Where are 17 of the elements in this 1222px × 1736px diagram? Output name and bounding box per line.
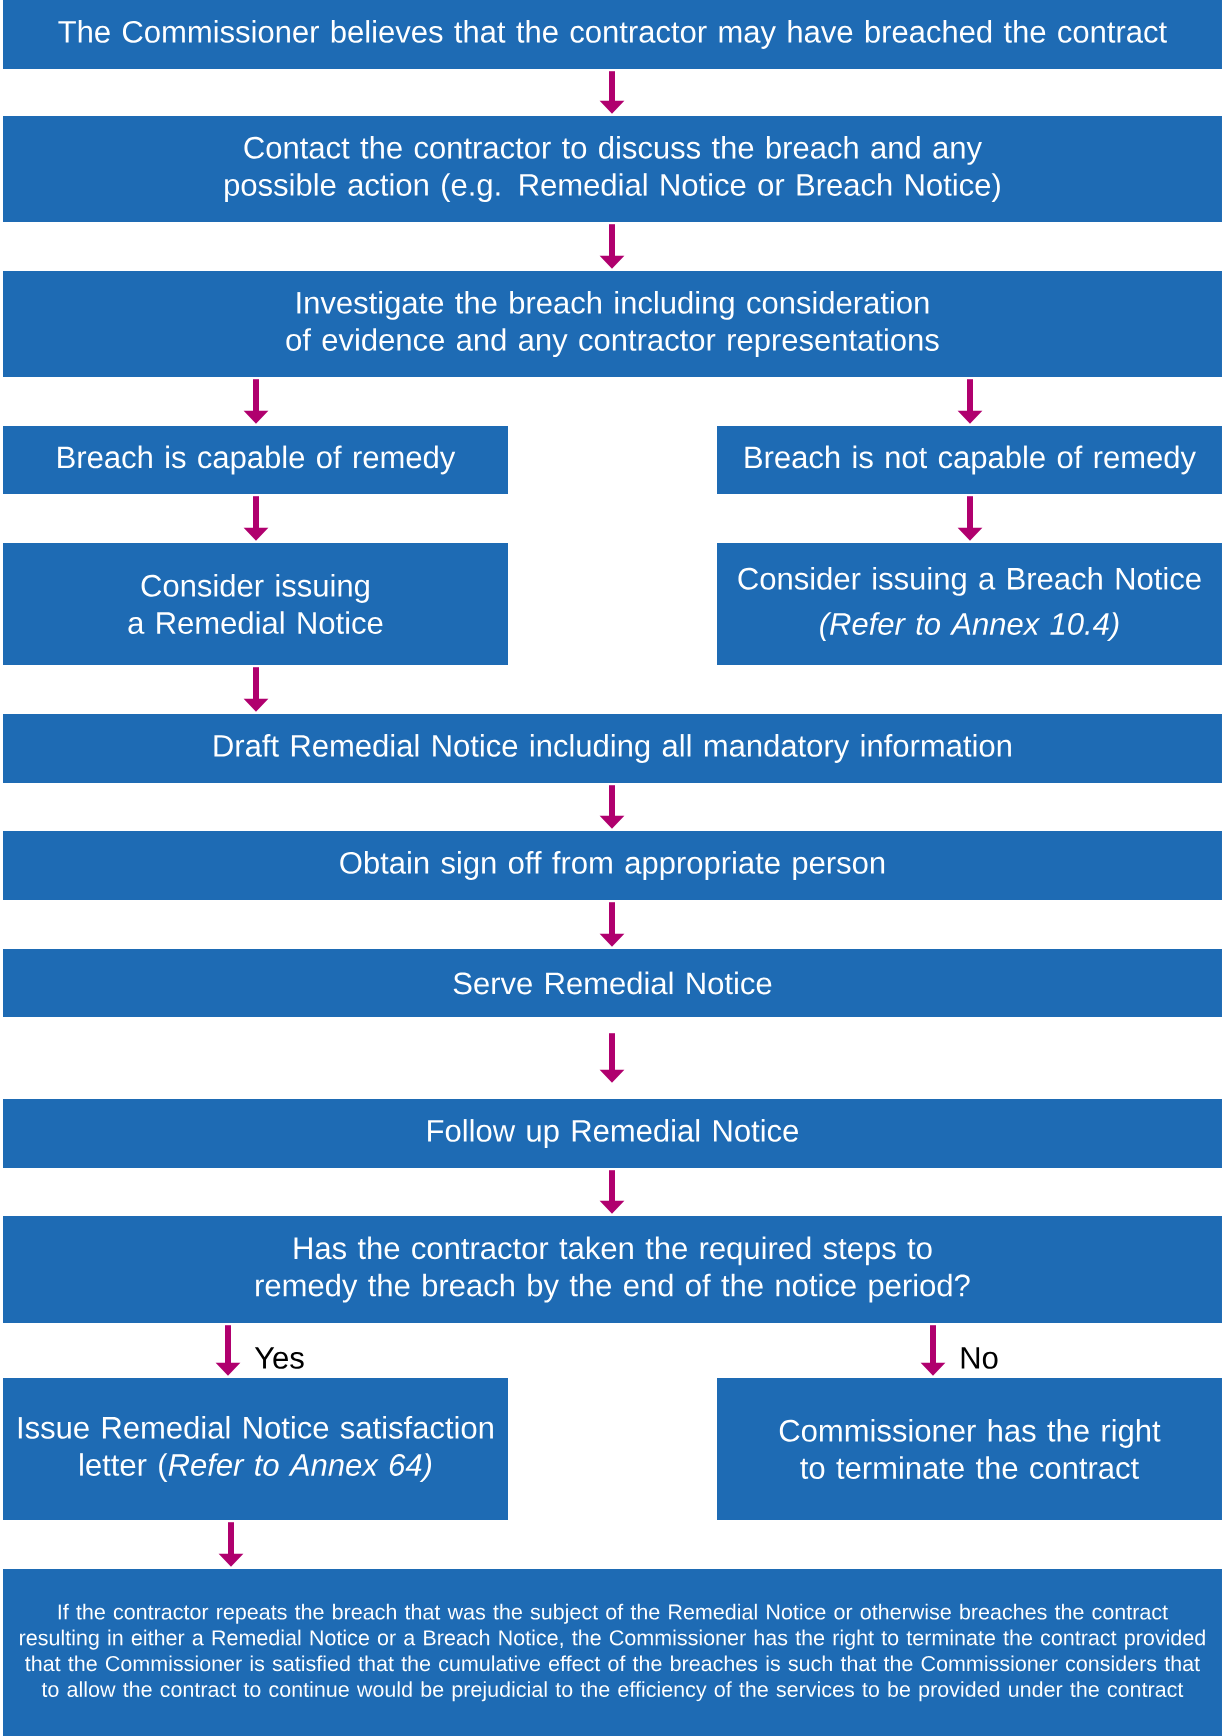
edge-label: No [961, 1347, 998, 1369]
process-box: Commissioner has the right to terminate the contract [717, 1378, 1222, 1520]
process-box: Draft Remedial Notice including all mandatory information [3, 714, 1222, 783]
process-box: Issue Remedial Notice satisfaction letter (Refer to Annex 64) [3, 1378, 508, 1520]
process-box: If the contractor repeats the breach that was the subject of the Remedial Notice or otherwise breaches the contract resulting in either a Remedial Notice or a Breach Notice, the Commissioner has the right to terminate the contract provided that the Commissioner is satisfied that the cumulative effect of the breaches is such that the Commissioner considers that to allow the contract to continue would be prejudicial to the efficiency of the services to be provided under the contract [3, 1569, 1222, 1736]
process-box: Breach is not capable of remedy [717, 426, 1222, 494]
process-box: Consider issuing a Remedial Notice [3, 543, 508, 665]
process-box: Contact the contractor to discuss the breach and any possible action (e.g. Remedial Notice or Breach Notice) [3, 116, 1222, 222]
process-box: Investigate the breach including consideration of evidence and any contractor representations [3, 271, 1222, 377]
process-box: Serve Remedial Notice [3, 949, 1222, 1017]
edge-label: Yes [254, 1347, 304, 1369]
process-box: Obtain sign off from appropriate person [3, 831, 1222, 900]
process-box: The Commissioner believes that the contractor may have breached the contract [3, 0, 1222, 69]
process-box: Breach is capable of remedy [3, 426, 508, 494]
process-box: Follow up Remedial Notice [3, 1099, 1222, 1168]
process-box: Consider issuing a Breach Notice (Refer to Annex 10.4) [717, 543, 1222, 665]
process-box: Has the contractor taken the required steps to remedy the breach by the end of the notice period? [3, 1216, 1222, 1323]
